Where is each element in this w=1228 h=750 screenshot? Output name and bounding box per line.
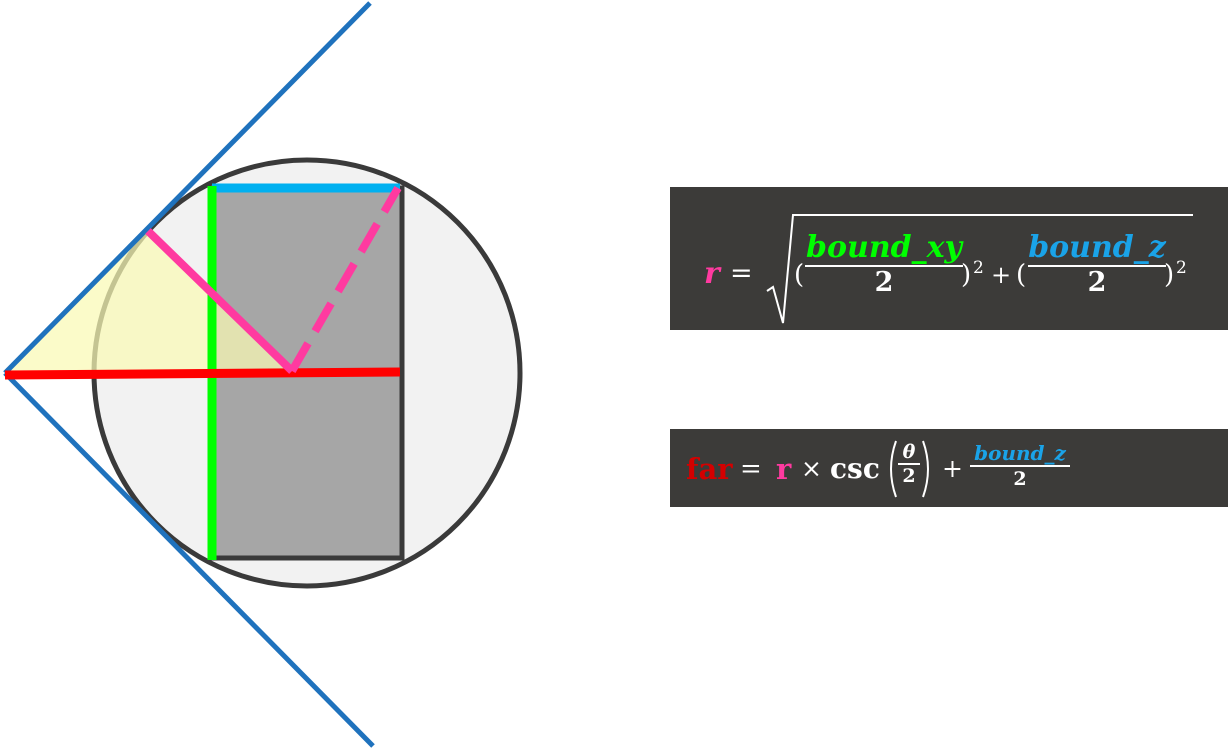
radius-symbol: r bbox=[704, 256, 720, 291]
bound-xy-fraction: bound_xy 2 bbox=[805, 231, 963, 299]
fraction-bar bbox=[970, 465, 1070, 467]
square-root-sign bbox=[766, 214, 1193, 324]
frustum-upper-edge bbox=[3, 1, 372, 375]
frustum-lower-edge bbox=[3, 371, 375, 748]
open-paren-1: ( bbox=[794, 260, 805, 290]
close-paren-large bbox=[922, 440, 929, 498]
theta-symbol: θ bbox=[902, 441, 916, 463]
far-symbol: far bbox=[686, 452, 733, 486]
equals-sign: = bbox=[740, 454, 762, 484]
equals-sign: = bbox=[730, 258, 753, 289]
theta-fraction: θ 2 bbox=[898, 441, 920, 487]
times-sign: × bbox=[801, 454, 822, 483]
csc-function: csc bbox=[830, 452, 880, 485]
bound-xy-label: bound_xy bbox=[806, 230, 962, 265]
denominator: 2 bbox=[902, 465, 916, 487]
plus-sign: + bbox=[942, 454, 963, 483]
denominator: 2 bbox=[1013, 468, 1027, 490]
plus-sign: + bbox=[991, 261, 1012, 289]
open-paren-large bbox=[890, 440, 897, 498]
far-distance-line bbox=[4, 367, 401, 380]
exponent-1: 2 bbox=[973, 258, 984, 278]
tangent-radius-line bbox=[145, 228, 295, 374]
close-paren-2: ) bbox=[1164, 260, 1175, 290]
fraction-bar bbox=[898, 463, 920, 465]
exponent-2: 2 bbox=[1176, 258, 1187, 278]
close-paren-1: ) bbox=[961, 260, 972, 290]
half-angle-triangle bbox=[5, 231, 292, 373]
bound-z-fraction: bound_z 2 bbox=[1028, 231, 1166, 299]
fraction-bar bbox=[805, 265, 963, 267]
radius-formula-box: r = ( bound_xy 2 ) 2 + ( bound_z 2 ) 2 bbox=[670, 187, 1228, 330]
corner-radius-dashed-line bbox=[288, 185, 402, 374]
open-paren-2: ( bbox=[1016, 260, 1027, 290]
bound-z-label: bound_z bbox=[974, 441, 1066, 465]
fraction-bar bbox=[1028, 265, 1166, 267]
far-formula-box: far = r × csc θ 2 + bound_z 2 bbox=[670, 429, 1228, 507]
denominator: 2 bbox=[874, 267, 894, 298]
bound-z-label: bound_z bbox=[1028, 230, 1166, 265]
radius-symbol: r bbox=[776, 452, 792, 486]
denominator: 2 bbox=[1087, 267, 1107, 298]
bound-z-fraction: bound_z 2 bbox=[970, 441, 1070, 491]
